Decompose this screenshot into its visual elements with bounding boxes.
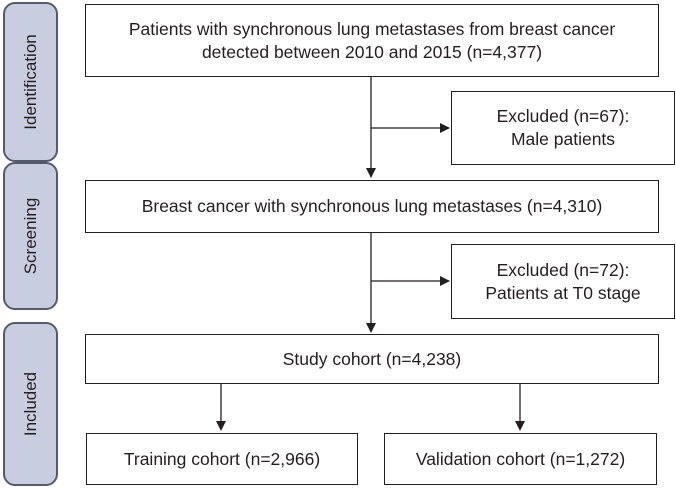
excluded-2-title: Excluded (n=72): [496, 259, 630, 280]
box-excluded-1: Excluded (n=67): Male patients [451, 91, 675, 165]
box-study-cohort: Study cohort (n=4,238) [85, 334, 659, 384]
box-screened: Breast cancer with synchronous lung meta… [85, 180, 659, 233]
section-screening: Screening [3, 162, 58, 310]
box-excluded-2: Excluded (n=72): Patients at T0 stage [451, 244, 675, 319]
box-initial-text: Patients with synchronous lung metastase… [128, 18, 616, 62]
excluded-1-title: Excluded (n=67): [496, 106, 630, 126]
excluded-2-reason: Patients at T0 stage [485, 282, 641, 303]
box-validation-cohort: Validation cohort (n=1,272) [384, 433, 657, 485]
box-validation-text: Validation cohort (n=1,272) [415, 448, 626, 469]
box-initial-population: Patients with synchronous lung metastase… [85, 4, 659, 77]
section-included: Included [3, 322, 58, 486]
box-training-cohort: Training cohort (n=2,966) [86, 433, 358, 485]
excluded-1-reason: Male patients [510, 129, 616, 149]
box-training-text: Training cohort (n=2,966) [123, 448, 321, 469]
box-screened-text: Breast cancer with synchronous lung meta… [141, 196, 603, 216]
box-study-text: Study cohort (n=4,238) [282, 348, 462, 369]
section-identification: Identification [3, 2, 58, 162]
